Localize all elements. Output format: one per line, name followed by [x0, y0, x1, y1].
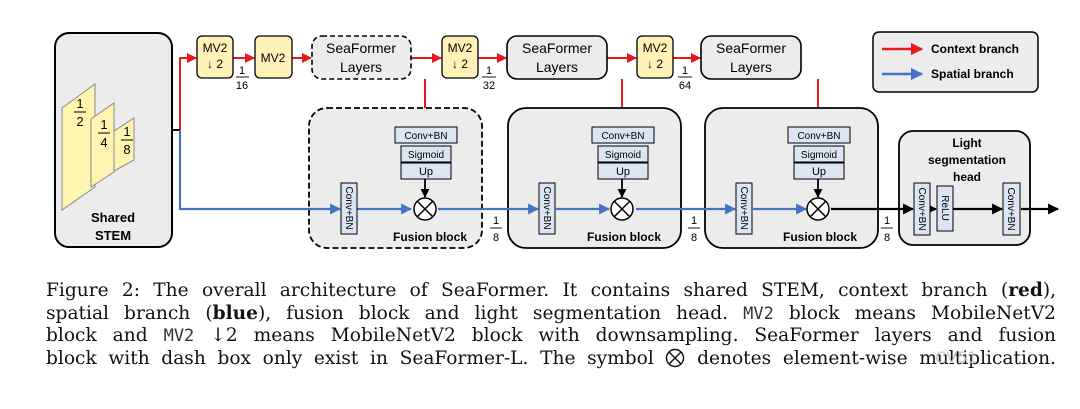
caption-line-3: block and MV2 ↓2 means MobileNetV2 block…: [46, 325, 1056, 348]
mv2-down-2-line1: MV2: [448, 41, 473, 55]
scale-64-num: 1: [682, 65, 688, 77]
head-title-line3: head: [953, 170, 981, 184]
fusion-3-sigmoid: Sigmoid: [801, 150, 837, 161]
mv2-downsample-block-2: MV2 ↓ 2: [441, 35, 479, 79]
fusion-1-sigmoid: Sigmoid: [408, 150, 444, 161]
scale-32-num: 1: [486, 65, 492, 77]
stem-fraction-quarter-den: 4: [100, 135, 107, 150]
caption-text: ↓2 means MobileNetV2 block with downsamp…: [194, 325, 1057, 347]
seaformer-3-line2: Layers: [730, 59, 772, 75]
fusion-2-convbn: Conv+BN: [601, 131, 644, 142]
head-title-line2: segmentation: [928, 153, 1006, 167]
fusion-2-spatial-convbn: Conv+BN: [541, 186, 552, 229]
scale-16-num: 1: [239, 65, 245, 77]
mv2-down-1-line2: ↓ 2: [207, 57, 223, 71]
caption-text: block with dash box only exist in SeaFor…: [46, 347, 654, 369]
seaformer-layers-block-1: SeaFormer Layers: [311, 35, 412, 80]
scale-16-den: 16: [236, 80, 248, 92]
fusion-3-scale-num: 1: [884, 215, 890, 227]
multiply-symbol-icon: [666, 348, 685, 367]
caption-text: ),: [1042, 280, 1056, 301]
fusion-1-convbn: Conv+BN: [404, 131, 447, 142]
mv2-downsample-block-1: MV2 ↓ 2: [196, 35, 234, 79]
light-segmentation-head: Light segmentation head Conv+BN ReLU Con…: [913, 136, 1021, 236]
stem-fraction-half-num: 1: [76, 96, 83, 111]
mv2-downsample-block-3: MV2 ↓ 2: [636, 35, 674, 79]
stem-label-line2: STEM: [95, 228, 131, 243]
fusion-1-scale-den: 8: [493, 232, 499, 244]
head-title-line1: Light: [952, 136, 981, 150]
seaformer-layers-block-3: SeaFormer Layers: [700, 35, 802, 80]
caption-text: denotes element-wise multiplication.: [697, 347, 1056, 369]
caption-blue-word: blue: [212, 302, 259, 324]
legend-context-label: Context branch: [931, 42, 1019, 56]
fusion-block-3: Conv+BN Sigmoid Up Conv+BN Fusion block: [735, 126, 857, 244]
fusion-3-up: Up: [812, 166, 826, 178]
seaformer-layers-block-2: SeaFormer Layers: [506, 35, 608, 80]
caption-text: block and: [46, 325, 164, 347]
mv2-block: MV2: [254, 35, 293, 79]
caption-line-1: Figure 2: The overall architecture of Se…: [46, 280, 1056, 303]
seaformer-2-line1: SeaFormer: [522, 40, 592, 56]
seaformer-1-line2: Layers: [340, 59, 382, 75]
figure-caption: Figure 2: The overall architecture of Se…: [46, 280, 1056, 370]
fusion-1-up: Up: [419, 166, 433, 178]
fusion-2-scale-num: 1: [691, 215, 697, 227]
caption-red-word: red: [1008, 280, 1043, 301]
caption-code: MV2: [743, 303, 774, 324]
context-branch-arrows: [172, 53, 823, 131]
scale-32-den: 32: [483, 80, 495, 92]
seaformer-2-line2: Layers: [536, 59, 578, 75]
fusion-1-spatial-convbn: Conv+BN: [343, 186, 354, 229]
fusion-3-spatial-convbn: Conv+BN: [738, 186, 749, 229]
mv2-down-2-line2: ↓ 2: [452, 57, 468, 71]
fusion-block-2: Conv+BN Sigmoid Up Conv+BN Fusion block: [538, 126, 661, 244]
stem-fraction-eighth-num: 1: [123, 124, 130, 139]
caption-text: spatial branch (: [46, 302, 213, 324]
caption-text: ), fusion block and light segmentation h…: [258, 302, 729, 324]
stem-fraction-half-den: 2: [76, 114, 83, 129]
fusion-block-1: Conv+BN Sigmoid Up Conv+BN Fusion block: [340, 126, 467, 244]
fusion-1-label: Fusion block: [393, 230, 467, 244]
head-convbn-2: Conv+BN: [1005, 187, 1016, 230]
fusion-3-convbn: Conv+BN: [797, 131, 840, 142]
fusion-2-up: Up: [616, 166, 630, 178]
mv2-label: MV2: [261, 51, 286, 65]
head-convbn-1: Conv+BN: [916, 187, 927, 230]
light-segmentation-head-container: [898, 130, 1031, 246]
caption-line-2: spatial branch (blue), fusion block and …: [46, 303, 1056, 326]
shared-stem-block: 1 2 1 4 1 8 Shared STEM: [54, 32, 173, 248]
mv2-down-1-line1: MV2: [203, 41, 228, 55]
watermark: CV51: [935, 348, 978, 367]
fusion-2-label: Fusion block: [587, 230, 661, 244]
legend: Context branch Spatial branch: [872, 31, 1039, 93]
caption-line-4: block with dash box only exist in SeaFor…: [46, 348, 1056, 371]
stem-fraction-quarter-num: 1: [100, 117, 107, 132]
stem-label-line1: Shared: [91, 210, 135, 225]
fusion-3-scale-den: 8: [884, 232, 890, 244]
mv2-down-3-line1: MV2: [643, 41, 668, 55]
fusion-1-scale-num: 1: [493, 215, 499, 227]
caption-text: block means MobileNetV2: [773, 302, 1056, 324]
stem-fraction-eighth-den: 8: [123, 142, 130, 157]
legend-spatial-label: Spatial branch: [931, 67, 1014, 81]
mv2-down-3-line2: ↓ 2: [647, 57, 663, 71]
head-relu: ReLU: [939, 195, 950, 221]
spatial-branch-arrows: [178, 130, 808, 215]
fusion-2-scale-den: 8: [691, 232, 697, 244]
seaformer-3-line1: SeaFormer: [716, 40, 786, 56]
seaformer-1-line1: SeaFormer: [326, 40, 396, 56]
caption-code: MV2: [163, 326, 195, 347]
scale-64-den: 64: [679, 80, 691, 92]
caption-text: Figure 2: The overall architecture of Se…: [46, 280, 1009, 301]
fusion-3-label: Fusion block: [783, 230, 857, 244]
fusion-2-sigmoid: Sigmoid: [605, 150, 641, 161]
